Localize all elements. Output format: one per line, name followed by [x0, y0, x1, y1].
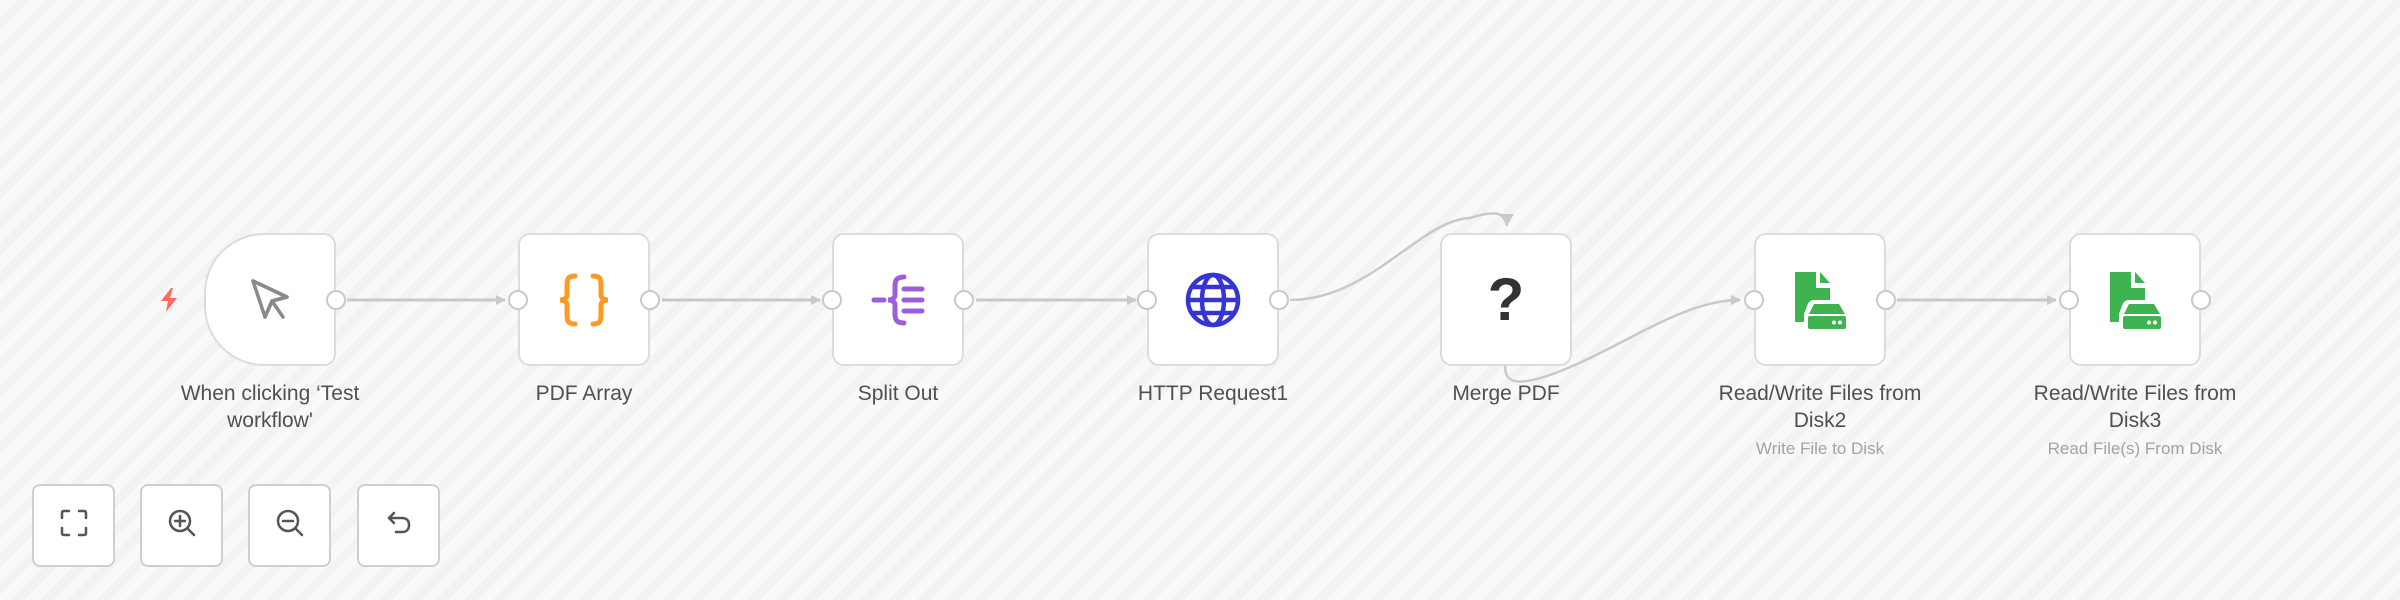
node-merge-pdf[interactable]: ? Merge PDF: [1440, 233, 1572, 405]
output-handle[interactable]: [1876, 290, 1896, 310]
undo-icon: [384, 508, 414, 543]
trigger-bolt-icon: [158, 287, 180, 318]
zoom-out-button[interactable]: [248, 484, 331, 567]
node-label: Merge PDF: [1452, 382, 1560, 405]
fit-view-button[interactable]: [32, 484, 115, 567]
input-handle[interactable]: [822, 290, 842, 310]
node-label: When clicking ‘Test workflow': [180, 382, 360, 432]
cursor-icon: [245, 275, 295, 325]
node-label: Read/Write Files from Disk3 Read File(s)…: [2005, 380, 2265, 462]
question-icon: ?: [1487, 265, 1525, 333]
node-subtitle: Read File(s) From Disk: [2047, 439, 2223, 458]
input-handle[interactable]: [1137, 290, 1157, 310]
input-handle[interactable]: [1744, 290, 1764, 310]
output-handle[interactable]: [326, 290, 346, 310]
globe-icon: [1184, 271, 1242, 329]
node-read-write-disk3[interactable]: Read/Write Files from Disk3 Read File(s)…: [2034, 233, 2236, 458]
node-label: Read/Write Files from Disk2 Write File t…: [1690, 380, 1950, 462]
node-label: PDF Array: [535, 382, 633, 405]
node-pdf-array[interactable]: PDF Array: [508, 233, 660, 405]
node-label: Split Out: [857, 382, 939, 405]
node-read-write-disk2[interactable]: Read/Write Files from Disk2 Write File t…: [1719, 233, 1921, 458]
file-disk-icon: [2107, 270, 2163, 330]
node-subtitle: Write File to Disk: [1755, 439, 1885, 458]
zoom-in-icon: [167, 508, 197, 543]
output-handle[interactable]: [1269, 290, 1289, 310]
reset-zoom-button[interactable]: [357, 484, 440, 567]
node-manual-trigger[interactable]: When clicking ‘Test workflow': [181, 233, 359, 432]
output-handle[interactable]: [2191, 290, 2211, 310]
input-handle[interactable]: [2059, 290, 2079, 310]
node-label: HTTP Request1: [1137, 382, 1289, 405]
output-handle[interactable]: [954, 290, 974, 310]
node-split-out[interactable]: Split Out: [822, 233, 974, 405]
input-handle[interactable]: [508, 290, 528, 310]
output-handle[interactable]: [640, 290, 660, 310]
node-http-request[interactable]: HTTP Request1: [1137, 233, 1289, 405]
split-out-icon: [870, 273, 926, 327]
file-disk-icon: [1792, 270, 1848, 330]
zoom-in-button[interactable]: [140, 484, 223, 567]
fit-view-icon: [59, 508, 89, 543]
zoom-out-icon: [275, 508, 305, 543]
code-braces-icon: [555, 271, 613, 329]
